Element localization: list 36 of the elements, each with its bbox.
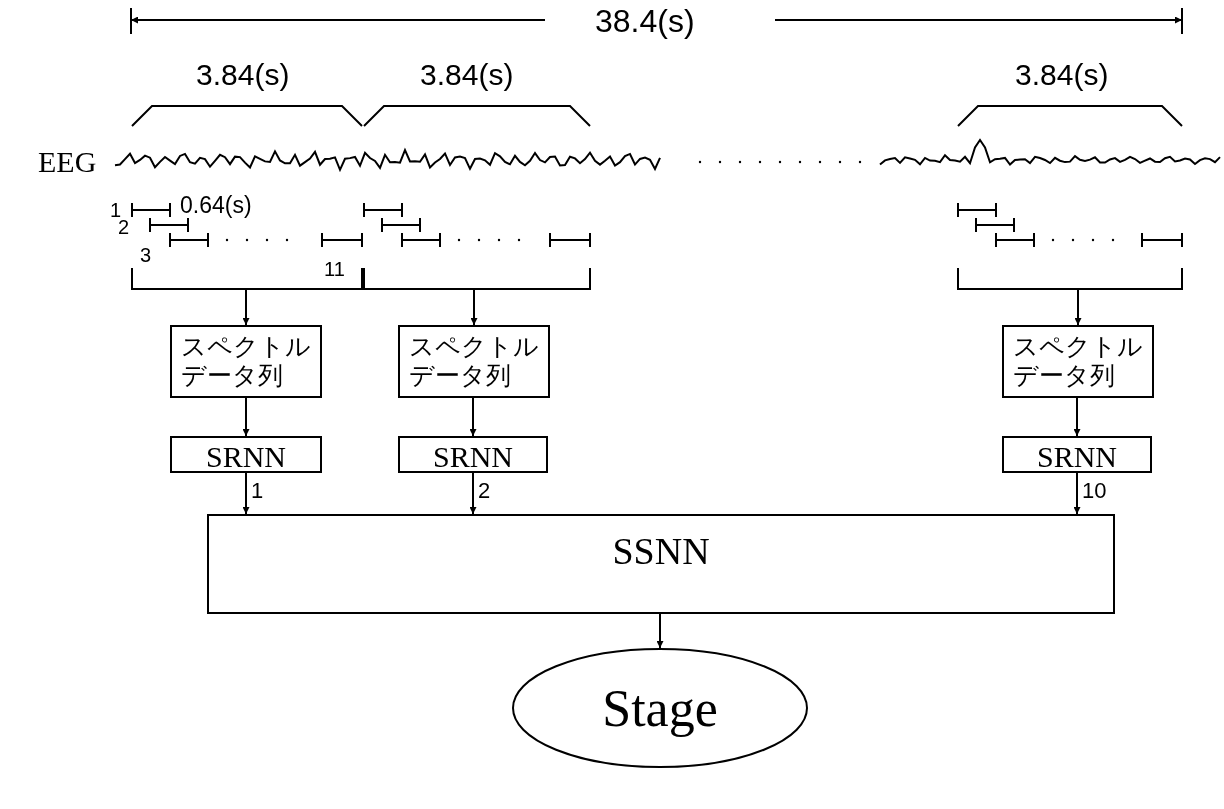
process-box (398, 436, 548, 473)
process-box (170, 325, 322, 398)
process-box (170, 436, 322, 473)
process-box (1002, 436, 1152, 473)
process-box (1002, 325, 1154, 398)
dimension-label: 0.64(s) (180, 194, 252, 217)
segment-number: 11 (324, 259, 345, 279)
bracket (363, 268, 591, 290)
arrow (656, 613, 664, 649)
segment-number: 2 (118, 217, 130, 237)
dimension-label: 3.84(s) (196, 60, 290, 90)
arrow (242, 289, 250, 326)
arrow (242, 472, 250, 515)
arrow (469, 472, 477, 515)
arrow (470, 289, 478, 326)
output-ellipse (512, 648, 808, 768)
dimension-label: 3.84(s) (1015, 60, 1109, 90)
box-label: SRNN (433, 439, 513, 474)
dimension-label: 3.84(s) (420, 60, 514, 90)
segment-number: 3 (140, 245, 152, 265)
box-label: SSNN (612, 529, 710, 573)
process-box (398, 325, 550, 398)
bracket (957, 268, 1183, 290)
box-label: スペクトルデータ列 (1013, 332, 1143, 391)
arrow (1073, 397, 1081, 437)
arrow (242, 397, 250, 437)
box-label: スペクトルデータ列 (181, 332, 311, 391)
arrow (1073, 472, 1081, 515)
segment-number: 1 (110, 200, 122, 220)
arrow (1074, 289, 1082, 326)
box-label: Stage (602, 678, 718, 738)
box-label: スペクトルデータ列 (409, 332, 539, 391)
arrow (469, 397, 477, 437)
box-label: SRNN (206, 439, 286, 474)
process-box (207, 514, 1115, 614)
box-label: SRNN (1037, 439, 1117, 474)
